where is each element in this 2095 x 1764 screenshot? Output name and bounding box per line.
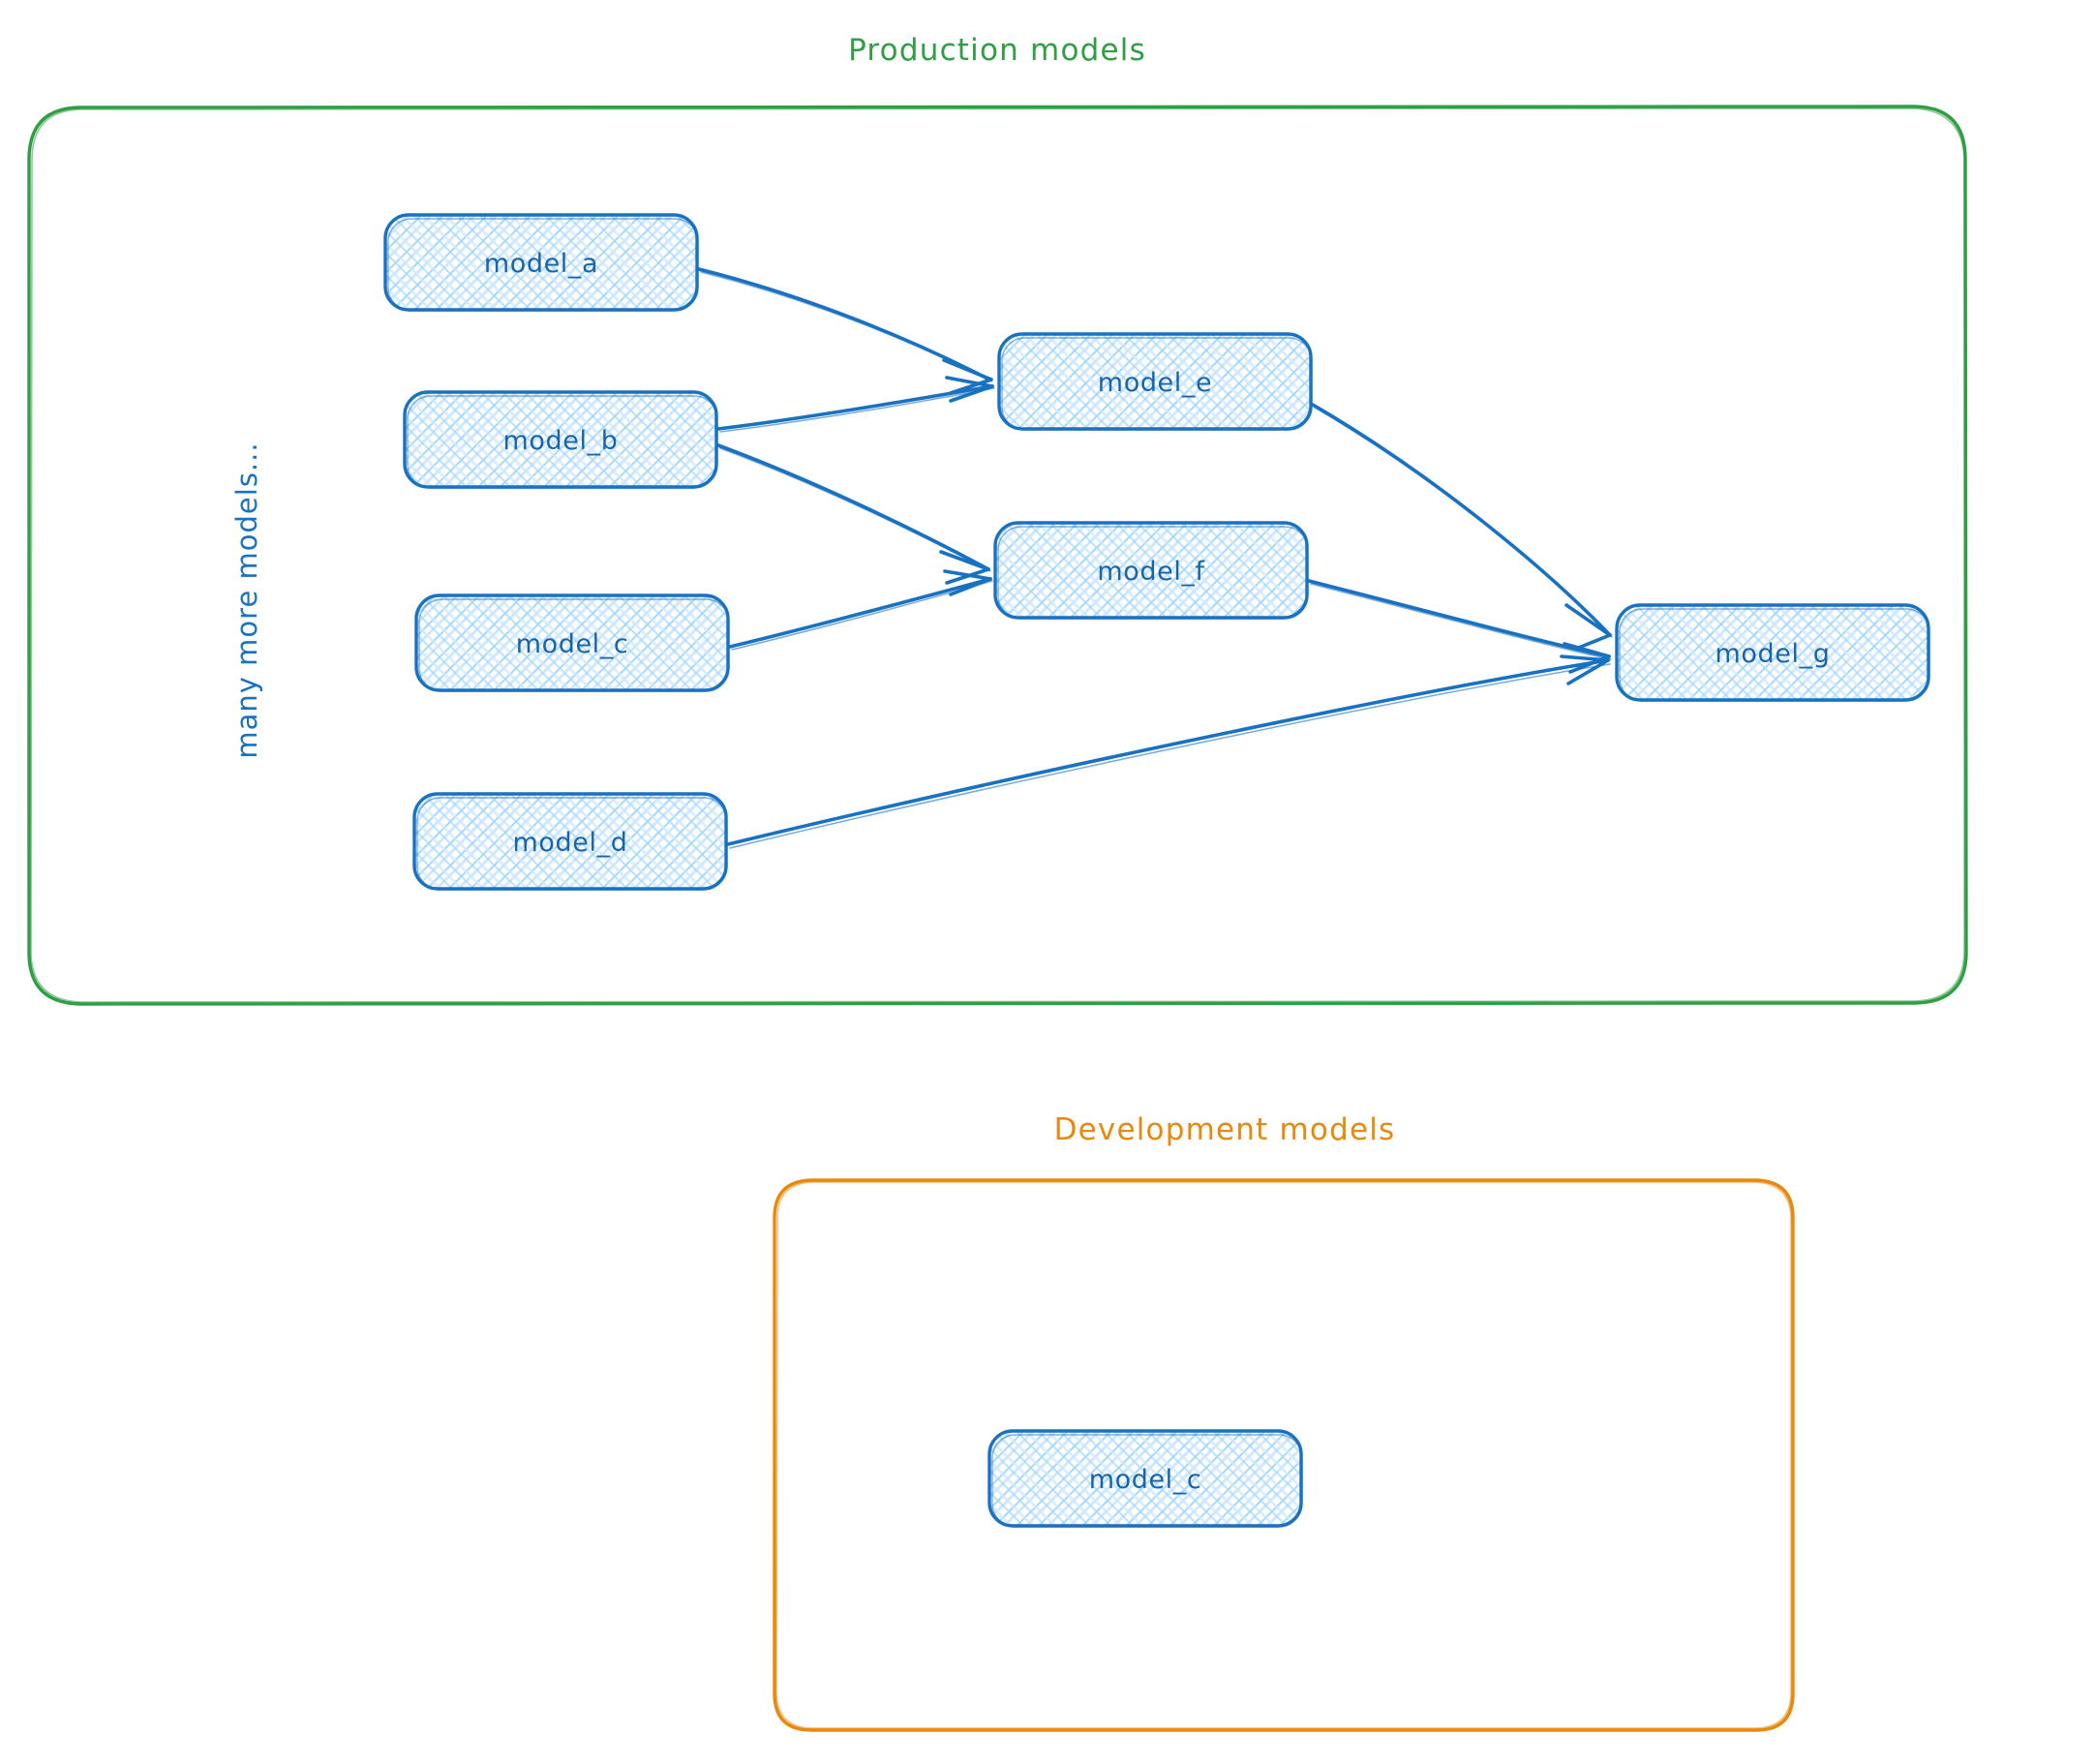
edges-layer [697,267,1613,849]
edge-model_b-to-model_e [716,376,995,433]
production-group-title: Production models [848,33,1146,68]
node-label: model_f [1097,557,1205,587]
edge-model_d-to-model_g [726,654,1611,849]
node-label: model_c [1089,1465,1202,1495]
node-label: model_a [484,249,598,279]
node-label: model_g [1715,639,1831,669]
edge-model_a-to-model_e [697,267,993,395]
node-label: model_e [1098,368,1212,398]
node-model_g[interactable]: model_g [1615,603,1930,702]
development-container-border-sketch [775,1181,1792,1729]
edge-model_c-to-model_f [728,569,993,651]
group-production [27,105,1968,1006]
production-container-border-sketch [30,107,1965,1003]
node-label: model_b [503,426,619,456]
node-model_a[interactable]: model_a [383,213,699,312]
development-group-title: Development models [1054,1112,1396,1147]
node-model_f[interactable]: model_f [993,521,1309,620]
many-more-models-label: many more models... [230,441,263,758]
node-model_b[interactable]: model_b [403,390,718,489]
edge-model_e-to-model_g [1311,403,1613,651]
node-model_c-development[interactable]: model_c [987,1429,1303,1528]
development-container-border [773,1178,1795,1732]
node-model_e[interactable]: model_e [997,332,1313,431]
production-container-border [27,105,1968,1006]
node-label: model_d [513,828,628,858]
node-model_c-production[interactable]: model_c [414,593,730,692]
edge-model_b-to-model_f [716,443,991,585]
node-model_d[interactable]: model_d [412,792,728,891]
group-development [773,1178,1795,1732]
node-label: model_c [516,629,629,659]
